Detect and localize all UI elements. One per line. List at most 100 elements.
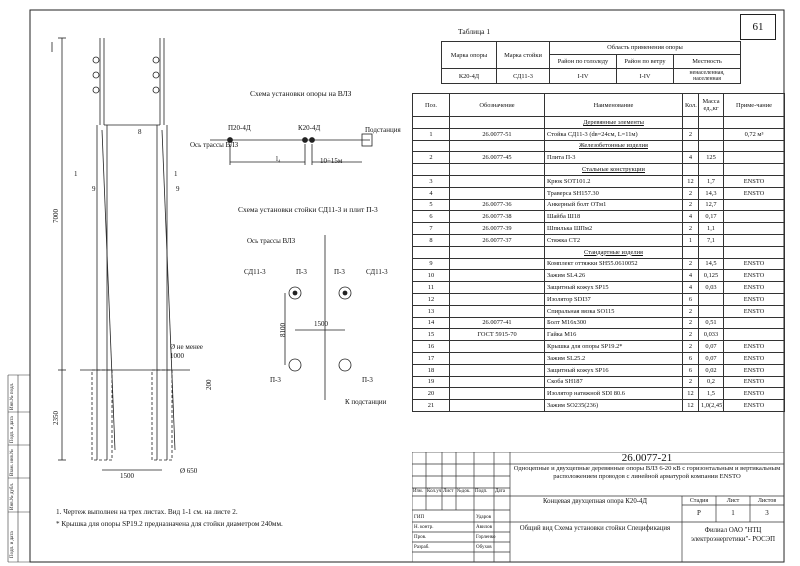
spec-h-code: Обозначение [449, 93, 545, 117]
dim-2350: 2350 [52, 411, 60, 425]
doc-description: Одноцепные и двухцепные деревянные опоры… [513, 465, 781, 480]
s2-tosub: К подстанции [345, 398, 387, 406]
spec-cell: 6 [682, 351, 699, 365]
staff-name-2: Авилов [476, 525, 493, 530]
spec-cell: 12 [682, 399, 699, 412]
spec-cell: 0,033 [698, 328, 724, 342]
spec-cell [449, 399, 545, 412]
spec-section-label: Стальные конструкции [544, 163, 683, 176]
pos-9-left: 9 [92, 185, 96, 193]
spec-cell [449, 340, 545, 353]
spec-cell: 5 [412, 198, 450, 212]
spec-cell: Защитный кожух SP15 [544, 281, 683, 294]
s2-sd1: СД11-3 [244, 268, 266, 276]
spec-cell: 2 [682, 257, 699, 271]
spec-cell [412, 163, 450, 176]
spec-cell: 26.0077-36 [449, 198, 545, 212]
spec-cell: Болт М16х300 [544, 316, 683, 330]
pos-8: 8 [138, 128, 142, 136]
app-post: СД11-3 [496, 68, 550, 84]
spec-cell: 26.0077-41 [449, 316, 545, 330]
spec-cell [723, 139, 785, 153]
staff-role-1: ГИП [414, 515, 425, 520]
spec-cell [723, 233, 785, 247]
spec-cell [449, 304, 545, 318]
spec-cell [449, 186, 545, 200]
spec-cell [449, 375, 545, 389]
scheme1-title: Схема установки опоры на ВЛЗ [250, 89, 352, 98]
spec-cell: Крышка для опоры SP19.2* [544, 340, 683, 353]
s1-sub: Подстанция [365, 126, 401, 134]
spec-cell: 0,07 [698, 351, 724, 365]
spec-cell: 6 [412, 210, 450, 224]
s2-p3: П-3 [270, 376, 281, 384]
staff-name-1: Ударов [476, 515, 491, 520]
spec-section-row: Деревянные элементы [412, 116, 785, 129]
spec-cell: 20 [412, 387, 450, 401]
spec-cell: 125 [698, 151, 724, 165]
spec-cell: 26.0077-51 [449, 127, 545, 141]
spec-cell: ENSTO [723, 281, 785, 294]
spec-cell: 4 [682, 281, 699, 294]
spec-cell: Крюк SOT101.2 [544, 174, 683, 188]
spec-cell: Шайба Ш18 [544, 210, 683, 224]
s2-sd2: СД11-3 [366, 268, 388, 276]
app-h-ice: Район по гололеду [549, 53, 617, 70]
spec-cell: Защитный кожух SP16 [544, 363, 683, 377]
spec-cell: 12 [682, 174, 699, 188]
spec-cell [682, 139, 699, 153]
spec-cell [698, 139, 724, 153]
s1-axis: Ось трассы ВЛЗ [190, 141, 239, 149]
spec-cell: 8 [412, 233, 450, 247]
spec-cell [723, 151, 785, 165]
spec-cell [723, 245, 785, 259]
list-head: Лист [726, 498, 740, 504]
spec-cell: 2 [682, 222, 699, 235]
spec-cell: 12 [412, 292, 450, 306]
dim-1500: 1500 [120, 472, 134, 480]
dim-7000: 7000 [52, 209, 60, 223]
spec-cell: 0,2 [698, 375, 724, 389]
spec-cell: ENSTO [723, 375, 785, 389]
spec-cell [723, 116, 785, 129]
dim-1000: 1000 [170, 352, 184, 360]
spec-cell: 26.0077-45 [449, 151, 545, 165]
spec-cell: Изолятор натяжной SDI 80.6 [544, 387, 683, 401]
spec-section-label: Железобетонные изделия [544, 139, 683, 153]
scheme1-drawing [210, 133, 373, 165]
spec-cell: ГОСТ 5915-70 [449, 328, 545, 342]
spec-cell [449, 245, 545, 259]
spec-cell: 0,125 [698, 269, 724, 283]
spec-cell: ENSTO [723, 269, 785, 283]
application-table: Марка опоры Марка стойки Область примене… [441, 41, 741, 84]
rev-doc: №док. [457, 489, 471, 494]
spec-cell: 12,7 [698, 198, 724, 212]
s2-8100: 8100 [279, 323, 287, 337]
app-h-area: Область применения опоры [549, 41, 741, 55]
side-label-3: Взам. инв.№ [10, 449, 15, 476]
app-ice: I-IV [549, 68, 617, 84]
side-label-4: Инв.№ дубл. [10, 482, 15, 510]
note-1: 1. Чертеж выполнен на трех листах. Вид 1… [56, 508, 238, 516]
stage-val: Р [697, 509, 701, 517]
spec-cell [723, 328, 785, 342]
spec-cell: Спиральная вязка SO115 [544, 304, 683, 318]
spec-cell: 6 [682, 363, 699, 377]
spec-cell [449, 174, 545, 188]
side-label-2: Подп. и дата [10, 416, 15, 443]
spec-cell: Скоба SH187 [544, 375, 683, 389]
spec-cell: ENSTO [723, 257, 785, 271]
spec-cell: 16 [412, 340, 450, 353]
spec-cell: 12 [682, 387, 699, 401]
spec-cell [723, 222, 785, 235]
spec-cell: 0,03 [698, 281, 724, 294]
spec-cell: ENSTO [723, 292, 785, 306]
rev-date: Дата [495, 489, 505, 494]
spec-h-pos: Поз. [412, 93, 450, 117]
spec-cell: Зажим SL25.2 [544, 351, 683, 365]
